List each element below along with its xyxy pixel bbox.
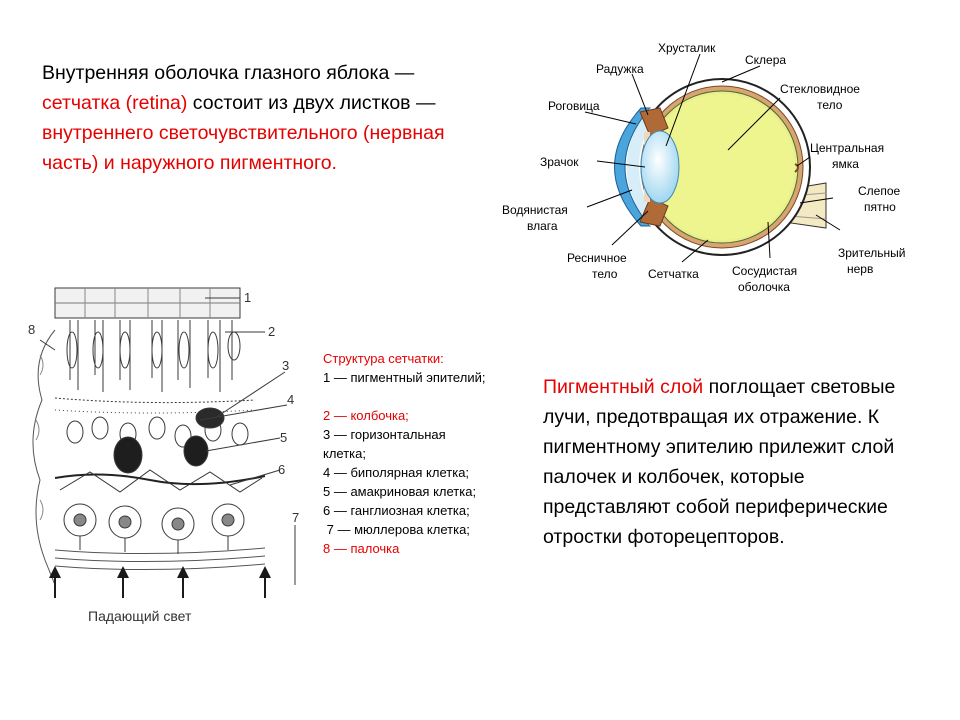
figure-number-6: 6 bbox=[278, 462, 285, 477]
aqueous-shape bbox=[626, 108, 656, 226]
intro-paragraph: Внутренняя оболочка глазного яблока — се… bbox=[42, 58, 482, 178]
label-aqueous-2: влага bbox=[527, 219, 558, 233]
iris-bottom-shape bbox=[639, 197, 669, 227]
label-ciliary-1: Ресничное bbox=[567, 251, 627, 265]
eye-diagram: Хрусталик Радужка Склера Стекловидное те… bbox=[502, 41, 905, 294]
structure-item-4: 4 — биполярная клетка; bbox=[323, 465, 470, 480]
label-sclera: Склера bbox=[745, 53, 786, 67]
intro-text-1: Внутренняя оболочка глазного яблока — bbox=[42, 62, 415, 84]
label-choroid-1: Сосудистая bbox=[732, 264, 797, 278]
label-choroid-2: оболочка bbox=[738, 280, 790, 294]
label-vitreous-1: Стекловидное bbox=[780, 82, 860, 96]
structure-item-3-cont: клетка; bbox=[323, 446, 366, 461]
label-optic-2: нерв bbox=[847, 262, 873, 276]
ganglion-cells bbox=[63, 503, 245, 541]
label-cornea: Роговица bbox=[548, 99, 600, 113]
label-optic-1: Зрительный bbox=[838, 246, 905, 260]
structure-item-8: 8 — палочка bbox=[323, 541, 400, 556]
figure-number-1: 1 bbox=[244, 290, 251, 305]
lens-shape bbox=[640, 130, 680, 204]
pigment-text: поглощает световые лучи, предотвращая их… bbox=[543, 376, 896, 548]
light-arrows bbox=[49, 566, 271, 598]
fovea-shape bbox=[794, 163, 799, 173]
label-fovea-2: ямка bbox=[832, 157, 859, 171]
structure-title: Структура сетчатки: bbox=[323, 351, 444, 366]
label-ciliary-2: тело bbox=[592, 267, 618, 281]
figure-number-2: 2 bbox=[268, 324, 275, 339]
intro-layers-term: внутреннего светочувствительного (нервна… bbox=[42, 122, 445, 174]
structure-legend: Структура сетчатки: 1 — пигментный эпите… bbox=[323, 349, 533, 558]
label-blind-1: Слепое bbox=[858, 184, 901, 198]
vitreous-shape bbox=[649, 94, 795, 240]
label-lens: Хрусталик bbox=[658, 41, 716, 55]
figure-number-4: 4 bbox=[287, 392, 294, 407]
label-fovea-1: Центральная bbox=[810, 141, 884, 155]
iris-top-shape bbox=[639, 107, 669, 137]
structure-item-6: 6 — ганглиозная клетка; bbox=[323, 503, 470, 518]
structure-item-2: 2 — колбочка; bbox=[323, 408, 409, 423]
structure-item-7: 7 — мюллерова клетка; bbox=[323, 522, 470, 537]
amacrine-cell-shape bbox=[183, 435, 209, 467]
label-pupil: Зрачок bbox=[540, 155, 579, 169]
figure-number-5: 5 bbox=[280, 430, 287, 445]
cornea-shape bbox=[614, 107, 652, 227]
photoreceptor-segments bbox=[66, 320, 241, 392]
pigment-paragraph: Пигментный слой поглощает световые лучи,… bbox=[543, 372, 933, 552]
figure-number-8: 8 bbox=[28, 322, 35, 337]
muller-cell-shape bbox=[32, 329, 56, 586]
label-blind-2: пятно bbox=[864, 200, 896, 214]
retina-layers-figure: 1 2 3 4 5 6 7 8 Падающий свет bbox=[28, 287, 299, 624]
label-retina: Сетчатка bbox=[648, 267, 699, 281]
label-aqueous-1: Водянистая bbox=[502, 203, 568, 217]
intro-text-2: состоит из двух листков — bbox=[187, 92, 436, 114]
label-vitreous-2: тело bbox=[817, 98, 843, 112]
figure-number-3: 3 bbox=[282, 358, 289, 373]
structure-item-1: 1 — пигментный эпителий; bbox=[323, 370, 486, 385]
structure-item-3: 3 — горизонтальная bbox=[323, 427, 446, 442]
label-iris: Радужка bbox=[596, 62, 644, 76]
bipolar-cell-shape bbox=[113, 436, 143, 474]
structure-item-5: 5 — амакриновая клетка; bbox=[323, 484, 477, 499]
pigment-term: Пигментный слой bbox=[543, 376, 704, 398]
intro-retina-term: сетчатка (retina) bbox=[42, 92, 188, 114]
figure-number-7: 7 bbox=[292, 510, 299, 525]
figure-caption: Падающий свет bbox=[88, 608, 192, 624]
